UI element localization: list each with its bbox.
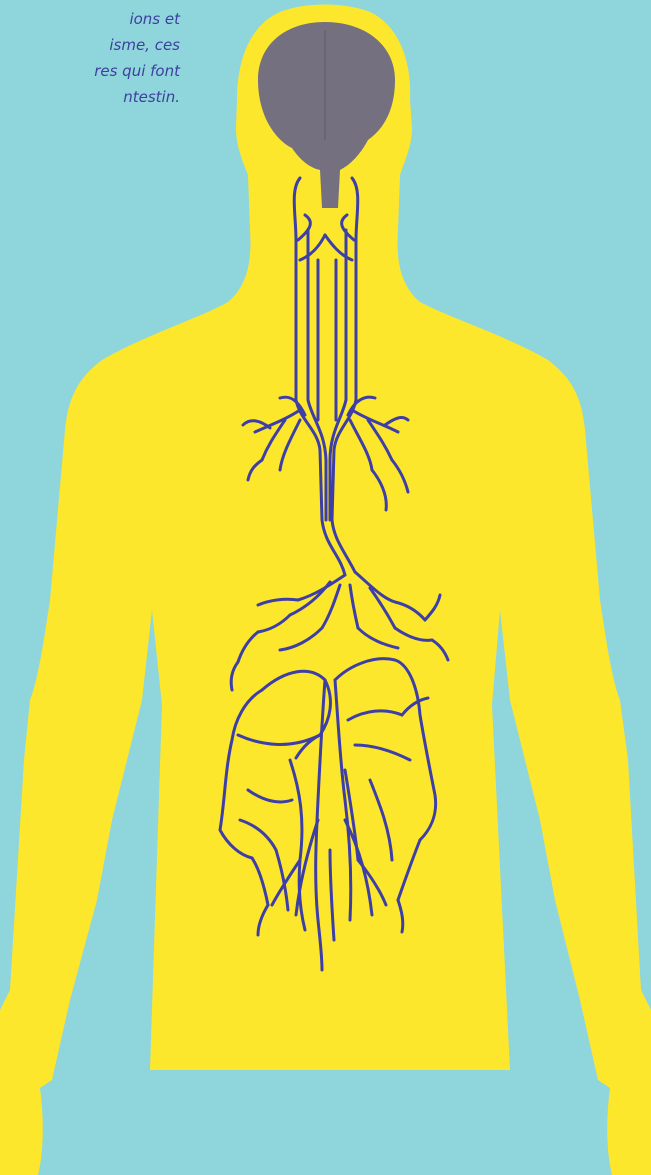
anatomy-illustration	[0, 0, 651, 1175]
